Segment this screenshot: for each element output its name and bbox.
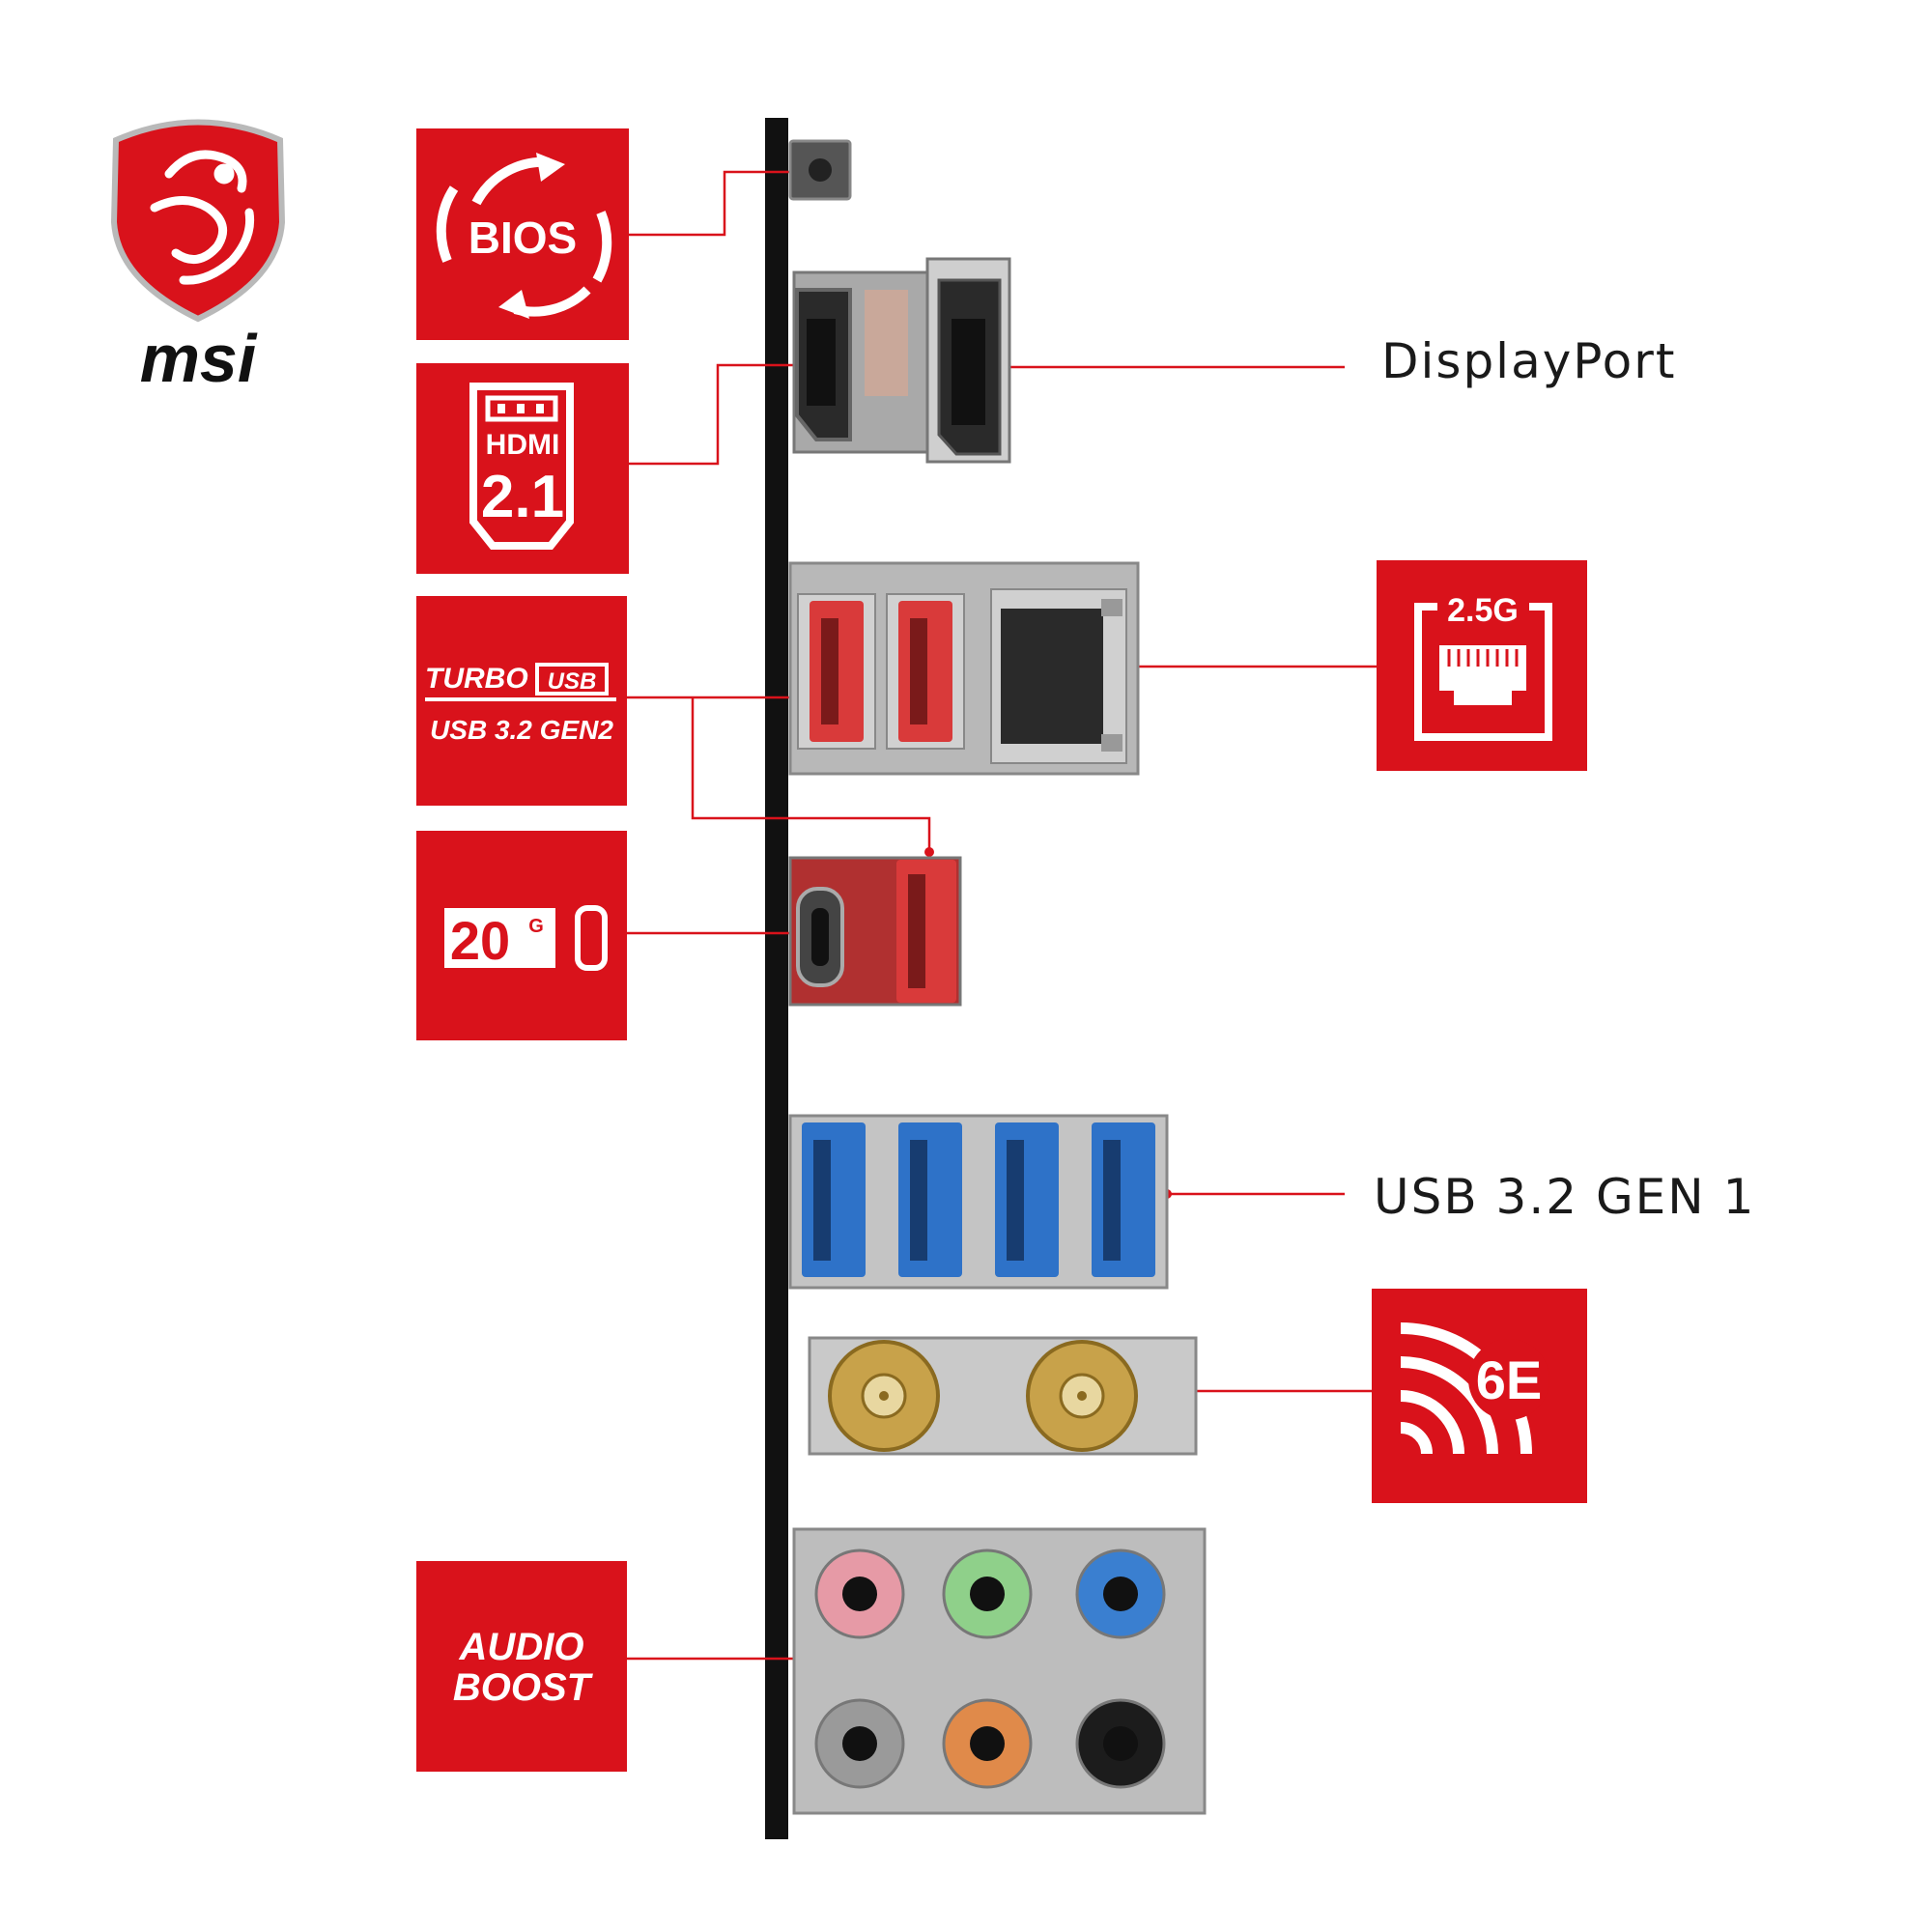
hdmi-badge: HDMI 2.1 — [416, 363, 629, 574]
audio-boost-badge: AUDIO BOOST — [416, 1561, 627, 1772]
usb-20g-unit-text: G — [528, 916, 544, 937]
boost-text: BOOST — [453, 1666, 594, 1709]
bios-badge: BIOS — [416, 128, 629, 340]
msi-logo: msi — [110, 119, 286, 396]
back-panel-edge — [765, 118, 788, 1839]
hdmi-icon — [469, 383, 574, 550]
hdmi-port[interactable] — [795, 288, 852, 441]
ethernet-port[interactable] — [990, 588, 1127, 764]
usb-gen2-port-2[interactable] — [886, 593, 965, 750]
usb-20g-speed-text: 20 — [450, 910, 510, 971]
usb-gen1-port-3[interactable] — [995, 1122, 1059, 1277]
usb-gen1-label: USB 3.2 GEN 1 — [1374, 1169, 1756, 1225]
bios-text: BIOS — [469, 213, 577, 263]
hdmi-version-text: 2.1 — [481, 464, 564, 530]
audio-jacks-block — [792, 1527, 1207, 1815]
antenna-connector-1[interactable] — [828, 1340, 940, 1452]
bios-flashback-button[interactable] — [788, 139, 852, 201]
audio-jack-2[interactable] — [942, 1548, 1033, 1639]
wifi-antenna-block — [808, 1336, 1198, 1456]
usb-gen1-port-2[interactable] — [898, 1122, 962, 1277]
usb-20g-badge: 20 G — [416, 831, 627, 1040]
turbo-usb-text: USB — [548, 668, 597, 695]
audio-jack-5[interactable] — [942, 1698, 1033, 1789]
displayport-port[interactable] — [925, 257, 1011, 464]
usb-c-icon — [575, 905, 608, 971]
dragon-icon — [150, 150, 255, 285]
usb-gen1-port-4[interactable] — [1092, 1122, 1155, 1277]
video-ports — [792, 257, 1011, 464]
wifi-6e-text: 6E — [1476, 1350, 1543, 1410]
turbo-usb-badge: TURBO USB USB 3.2 GEN2 — [416, 596, 627, 806]
displayport-label: DisplayPort — [1381, 333, 1677, 389]
audio-jack-4[interactable] — [814, 1698, 905, 1789]
usb-c-20g-port[interactable] — [796, 887, 844, 987]
hdmi-brand-text: HDMI — [486, 429, 560, 461]
callout-lines — [627, 170, 1377, 1661]
lan-2-5g-badge: 2.5G — [1377, 560, 1587, 771]
usb-gen1-block — [788, 1114, 1169, 1290]
usb-gen2-text: USB 3.2 GEN2 — [430, 715, 613, 745]
antenna-connector-2[interactable] — [1026, 1340, 1138, 1452]
lan-speed-text: 2.5G — [1447, 592, 1519, 629]
audio-jack-3[interactable] — [1075, 1548, 1166, 1639]
bios-flashback-icon — [436, 153, 612, 319]
turbo-text: TURBO — [425, 663, 528, 695]
msi-wordmark: msi — [140, 321, 258, 396]
audio-jack-6[interactable] — [1075, 1698, 1166, 1789]
audio-jack-1[interactable] — [814, 1548, 905, 1639]
usb-c-block — [788, 856, 962, 1007]
ethernet-port-icon — [1439, 645, 1526, 705]
usb-gen2-lan-block — [788, 561, 1140, 776]
usb-gen2-port-1[interactable] — [797, 593, 876, 750]
usb-gen2-port-3[interactable] — [896, 860, 956, 1003]
audio-text: AUDIO — [459, 1626, 584, 1668]
wifi-6e-badge: 6E — [1372, 1289, 1587, 1503]
usb-gen1-port-1[interactable] — [802, 1122, 866, 1277]
